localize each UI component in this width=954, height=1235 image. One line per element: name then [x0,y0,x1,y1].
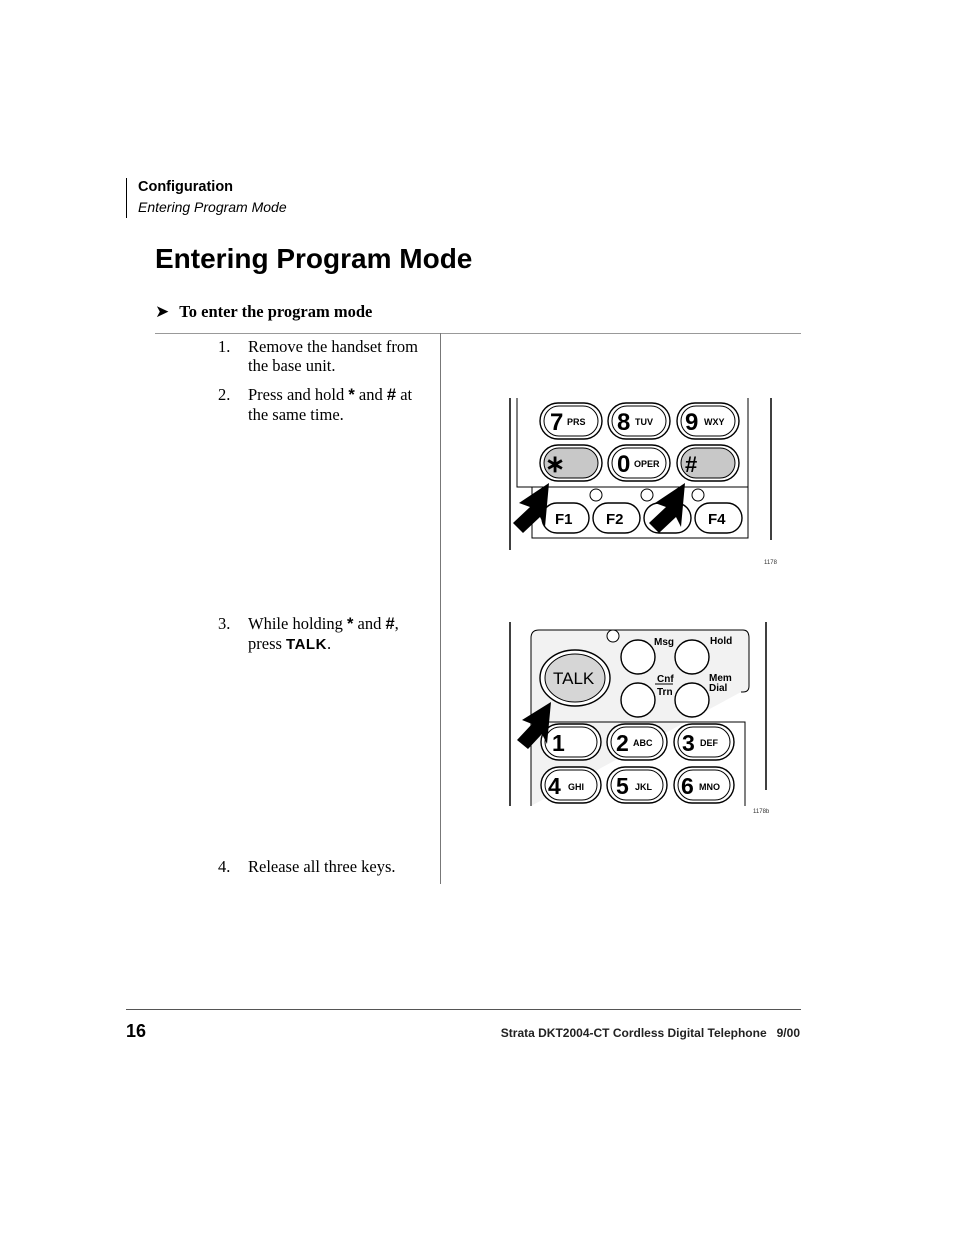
pound-key-ref: # [386,386,397,404]
step-number: 2. [218,385,231,404]
label-hold: Hold [710,636,732,647]
key-talk: TALK [539,649,611,707]
label-trn: Trn [657,687,673,698]
star-key-ref: * [346,615,354,633]
label-mem: Mem [709,673,732,684]
arrow-right-icon: ➤ [155,302,170,321]
procedure-rule [155,333,801,334]
talk-key-ref: TALK [286,636,327,653]
key-7: 7 PRS [539,402,603,440]
procedure-heading: ➤ To enter the program mode [155,302,372,322]
key-9: 9 WXY [676,402,740,440]
key-0: 0 OPER [607,444,671,482]
svg-text:4: 4 [548,773,561,799]
key-pound: # [676,444,740,482]
svg-text:1: 1 [552,730,565,756]
svg-text:MNO: MNO [699,782,720,792]
key-digit: 7 [550,409,563,436]
svg-text:GHI: GHI [568,782,584,792]
svg-text:9: 9 [685,409,698,436]
svg-text:2: 2 [616,730,629,756]
key-f4: F4 [694,502,743,534]
procedure-title: To enter the program mode [179,302,373,321]
label-cnf: Cnf [657,674,674,685]
key-8: 8 TUV [607,402,671,440]
step-number: 4. [218,857,231,876]
footer-title: Strata DKT2004-CT Cordless Digital Telep… [500,1026,800,1040]
figure-number: 1178 [764,560,777,566]
key-f2: F2 [592,502,641,534]
figure-keypad-talk: TALK Msg Hold Cnf Trn Mem Dial 1 2 ABC 3 [505,620,780,810]
step-number: 1. [218,337,231,356]
key-star: ∗ [539,444,603,482]
svg-text:6: 6 [681,773,694,799]
footer-rule [126,1009,801,1010]
svg-text:∗: ∗ [545,451,565,478]
chapter-title: Configuration [138,179,234,195]
svg-text:5: 5 [616,773,629,799]
arrow-pointer-icon [649,483,685,533]
key-2: 2 ABC [606,723,668,761]
star-key-ref: * [348,386,355,404]
svg-text:#: # [685,452,697,477]
label-msg: Msg [654,637,674,648]
svg-text:F4: F4 [708,511,726,528]
key-5: 5 JKL [606,766,668,804]
running-header: Configuration Entering Program Mode [126,178,287,218]
step-text: While holding * and #,press TALK. [248,614,399,653]
page-number: 16 [126,1021,147,1041]
step-number: 3. [218,614,231,633]
column-divider [440,333,441,884]
arrow-pointer-icon [513,483,549,533]
svg-text:TALK: TALK [553,669,595,688]
step-text: Press and hold * and # at the same time. [248,385,413,424]
step-text: Release all three keys. [248,857,396,876]
page-title: Entering Program Mode [155,243,473,274]
key-3: 3 DEF [673,723,735,761]
svg-text:F1: F1 [555,511,573,528]
pound-key-ref: # [385,615,395,633]
label-dial: Dial [709,683,728,694]
svg-text:F2: F2 [606,511,624,528]
svg-text:TUV: TUV [635,417,653,427]
step-text: Remove the handset from the base unit. [248,337,418,375]
svg-text:ABC: ABC [633,738,653,748]
key-letters: PRS [567,417,586,427]
svg-text:JKL: JKL [635,782,653,792]
arrow-pointer-icon [517,702,551,749]
svg-text:DEF: DEF [700,738,719,748]
svg-text:OPER: OPER [634,459,660,469]
figure-keypad-star-pound: 7 PRS 8 TUV 9 WXY ∗ 0 OPER [505,395,780,555]
key-1: 1 [540,723,602,761]
svg-text:WXY: WXY [704,417,725,427]
figure-number: 1178b [753,809,770,815]
svg-text:0: 0 [617,451,630,478]
svg-text:8: 8 [617,409,630,436]
section-title: Entering Program Mode [138,199,287,215]
key-4: 4 GHI [540,766,602,804]
key-f1: F1 [541,502,590,534]
key-6: 6 MNO [673,766,735,804]
svg-text:3: 3 [682,730,695,756]
